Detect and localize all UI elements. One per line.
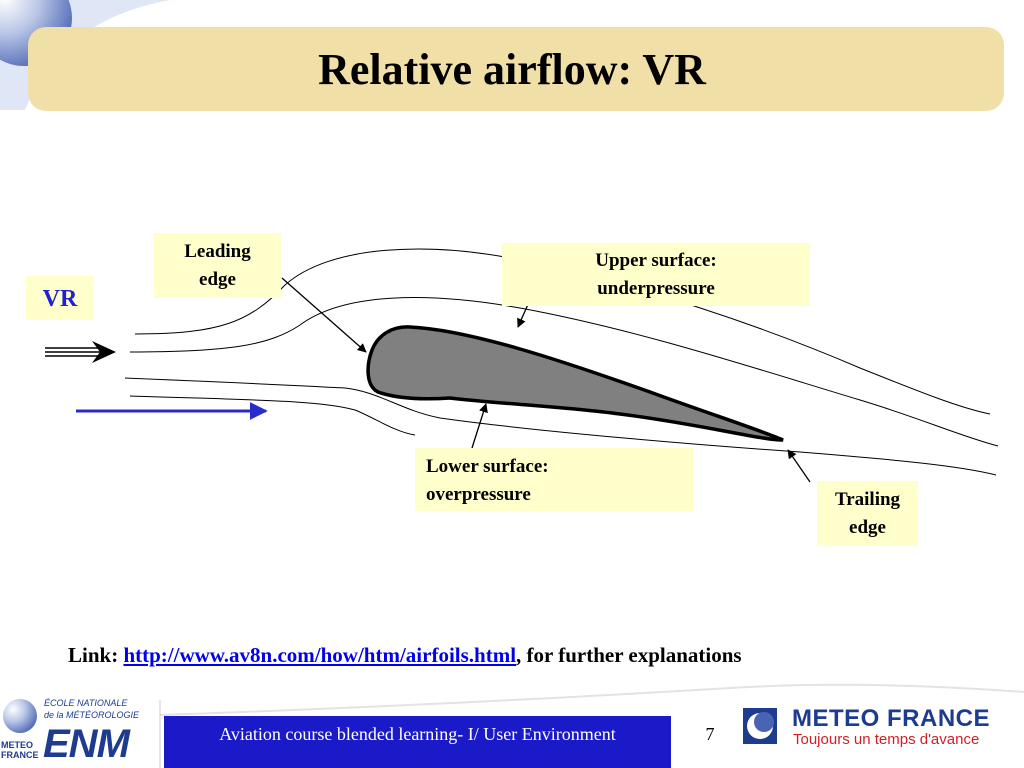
lower-surface-line-1: Lower surface: <box>426 456 549 477</box>
streamline-4 <box>129 395 416 436</box>
meteo-france-tagline: Toujours un temps d'avance <box>793 731 980 748</box>
enm-school-name: ÉCOLE NATIONALE de la MÉTÉOROLOGIE <box>44 697 139 721</box>
upper-surface-line-2: underpressure <box>597 278 715 299</box>
upper-surface-line-1: Upper surface: <box>595 250 717 271</box>
enm-line-2: de la MÉTÉOROLOGIE <box>44 710 140 720</box>
mf-small-line-2: FRANCE <box>1 750 39 760</box>
lower-surface-arrow <box>471 403 488 449</box>
enm-line-1: ÉCOLE NATIONALE <box>44 698 128 708</box>
title-band <box>28 27 1004 111</box>
airfoil <box>366 325 784 442</box>
mf-small-line-1: METEO <box>1 740 34 750</box>
page-number: 7 <box>705 724 715 744</box>
leading-edge-arrow <box>281 277 367 353</box>
footer-bar <box>164 716 671 768</box>
leading-edge-label: Leading edge <box>154 233 281 298</box>
streamline-2 <box>129 297 999 447</box>
trailing-edge-line-1: Trailing <box>834 489 901 510</box>
link-suffix: , for further explanations <box>516 643 742 667</box>
streamline-3 <box>124 377 997 476</box>
upper-surface-label: Upper surface: underpressure <box>502 243 810 306</box>
link-prefix: Link: <box>68 643 124 667</box>
footer-course-text: Aviation course blended learning- I/ Use… <box>219 724 616 744</box>
vr-label: VR <box>26 276 94 320</box>
leading-edge-line-2: edge <box>199 269 236 290</box>
enm-logo-text: ENM <box>43 722 130 766</box>
meteo-france-small-text: METEO FRANCE <box>1 740 39 760</box>
lower-surface-line-2: overpressure <box>426 484 531 505</box>
meteo-france-logo-text: METEO FRANCE <box>792 705 990 732</box>
trailing-edge-arrow <box>787 449 811 483</box>
footer-swoosh <box>159 683 1024 716</box>
trailing-edge-label: Trailing edge <box>817 481 918 546</box>
slide-title: Relative airflow: VR <box>318 45 706 94</box>
trailing-edge-line-2: edge <box>849 517 886 538</box>
enm-logo-globe-icon <box>3 699 37 733</box>
link-line: Link: http://www.av8n.com/how/htm/airfoi… <box>68 643 742 668</box>
leading-edge-line-1: Leading <box>184 241 251 262</box>
airfoils-link[interactable]: http://www.av8n.com/how/htm/airfoils.htm… <box>123 643 517 667</box>
lower-surface-label: Lower surface: overpressure <box>415 448 693 511</box>
vr-flow-arrow <box>45 341 116 363</box>
